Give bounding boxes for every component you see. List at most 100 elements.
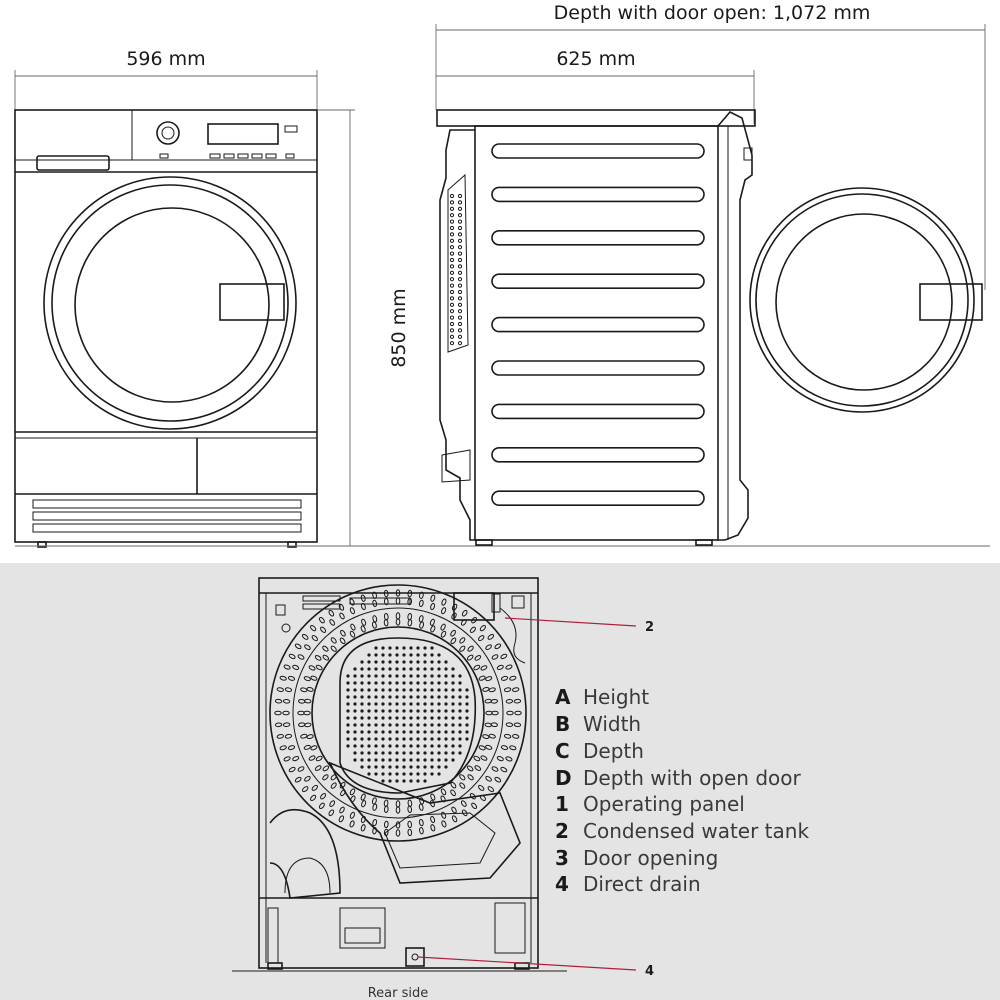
drum-perforation — [430, 602, 436, 611]
mesh-hole — [360, 744, 364, 748]
door-glass — [74, 207, 270, 403]
drum-perforation — [322, 654, 330, 661]
mesh-hole — [409, 751, 413, 755]
drum-perforation — [283, 664, 291, 670]
mesh-hole — [367, 751, 371, 755]
heat-exchanger-housing — [339, 637, 477, 794]
drum-perforation — [306, 734, 314, 740]
drum-perforation — [292, 756, 300, 762]
ventilation-slot — [491, 143, 705, 159]
mesh-hole — [458, 702, 462, 706]
mesh-hole — [430, 709, 434, 713]
mesh-hole — [395, 716, 399, 720]
drum-perforation — [500, 745, 509, 751]
drum-perforation — [322, 774, 329, 781]
drum-perforation — [288, 653, 296, 660]
drum-perforation — [372, 827, 377, 835]
mesh-hole — [374, 688, 378, 692]
vent-hole — [449, 328, 455, 333]
mesh-hole — [465, 730, 469, 734]
drum-perforation — [494, 776, 502, 783]
drum-perforation — [500, 675, 509, 681]
vent-hole — [457, 270, 463, 275]
display-indicator — [284, 125, 298, 133]
vent-hole — [457, 328, 463, 333]
drum-perforation — [473, 755, 481, 762]
mesh-hole — [353, 688, 357, 692]
drum-perforation — [284, 687, 293, 693]
legend-label-4: Direct drain — [583, 872, 701, 896]
drum-perforation — [282, 710, 290, 716]
mesh-hole — [444, 681, 448, 685]
drum-perforation — [418, 803, 424, 811]
mesh-hole — [416, 702, 420, 706]
legend-key-2: 2 — [555, 819, 569, 843]
mesh-hole — [451, 667, 455, 671]
mesh-hole — [416, 723, 420, 727]
legend-label-b: Width — [583, 712, 641, 736]
drum-perforation — [407, 828, 413, 837]
drum-perforation — [292, 664, 300, 670]
mesh-hole — [346, 702, 350, 706]
drum-perforation — [471, 802, 478, 810]
drum-perforation — [407, 597, 413, 606]
drum-perforation — [288, 766, 296, 773]
mesh-hole — [367, 688, 371, 692]
drum-perforation — [303, 676, 311, 682]
mesh-hole — [381, 660, 385, 664]
mesh-hole — [465, 723, 469, 727]
mesh-hole — [437, 744, 441, 748]
drum-perforation — [283, 756, 291, 762]
mesh-hole — [402, 765, 406, 769]
mesh-hole — [451, 716, 455, 720]
mesh-hole — [381, 674, 385, 678]
mesh-hole — [444, 674, 448, 678]
drum-perforation — [360, 594, 366, 602]
drum-perforation — [339, 637, 346, 645]
drum-perforation — [395, 806, 401, 814]
vent-hole — [449, 232, 455, 237]
mesh-hole — [458, 737, 462, 741]
mesh-hole — [353, 681, 357, 685]
mesh-hole — [374, 758, 378, 762]
drum-perforation — [485, 644, 492, 651]
mesh-hole — [423, 709, 427, 713]
mesh-hole — [465, 709, 469, 713]
mesh-hole — [458, 695, 462, 699]
vent-hole — [457, 193, 463, 199]
mesh-hole — [388, 730, 392, 734]
front-foot-left — [37, 541, 47, 548]
mesh-hole — [409, 688, 413, 692]
mesh-hole — [416, 646, 420, 650]
drum-perforation — [478, 635, 485, 642]
mesh-hole — [353, 737, 357, 741]
mesh-hole — [388, 695, 392, 699]
mesh-hole — [444, 667, 448, 671]
drum-perforation — [450, 781, 457, 789]
mesh-hole — [360, 709, 364, 713]
mesh-hole — [374, 737, 378, 741]
drum-perforation — [328, 809, 335, 817]
control-display — [207, 123, 279, 145]
mesh-hole — [381, 765, 385, 769]
mesh-hole — [430, 695, 434, 699]
mesh-hole — [381, 772, 385, 776]
mesh-hole — [416, 772, 420, 776]
drum-perforation — [311, 635, 318, 642]
ventilation-slot — [491, 316, 705, 333]
drum-perforation — [474, 655, 482, 661]
mesh-hole — [444, 723, 448, 727]
drum-perforation — [482, 686, 490, 692]
drum-perforation — [383, 820, 389, 829]
mesh-hole — [451, 681, 455, 685]
drum-perforation — [494, 643, 502, 650]
mesh-hole — [409, 779, 413, 783]
mesh-hole — [360, 695, 364, 699]
mesh-hole — [409, 765, 413, 769]
mesh-hole — [465, 737, 469, 741]
mesh-hole — [423, 674, 427, 678]
drum-perforation — [308, 665, 316, 671]
mesh-hole — [430, 758, 434, 762]
drum-perforation — [478, 745, 486, 751]
mesh-hole — [388, 772, 392, 776]
